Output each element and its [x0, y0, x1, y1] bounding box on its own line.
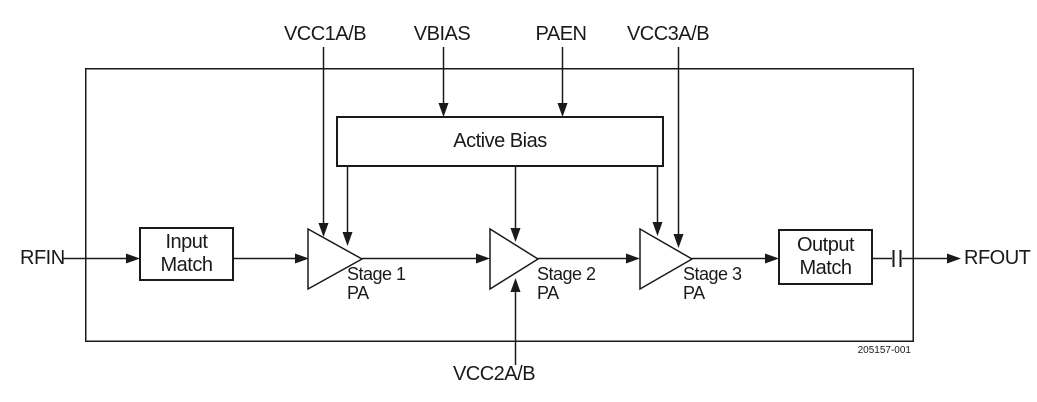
- arrow-vcc3ab-down: [673, 234, 684, 248]
- port-label-vcc2ab: VCC2A/B: [452, 363, 536, 385]
- arrow-into-stage2: [476, 253, 490, 264]
- arrow-bias3-down: [652, 222, 663, 236]
- stage1-pa-label: Stage 1 PA: [347, 264, 406, 303]
- arrow-to-rfout: [947, 253, 961, 264]
- stage3-amp-triangle: [639, 227, 694, 291]
- port-label-rfin: RFIN: [20, 247, 65, 269]
- stage2-pa-label: Stage 2 PA: [537, 264, 596, 303]
- stage1-amp-triangle: [307, 227, 364, 291]
- stage2-amp-triangle: [489, 227, 540, 291]
- input-match-block: Input Match: [139, 227, 234, 281]
- arrow-into-output-match: [765, 253, 779, 264]
- chip-outline: [85, 68, 914, 342]
- arrow-vcc2ab-up: [510, 278, 521, 292]
- stage3-pa-label: Stage 3 PA: [683, 264, 742, 303]
- arrow-into-stage1: [295, 253, 309, 264]
- arrow-vcc1ab-down: [318, 223, 329, 237]
- port-label-vbias: VBIAS: [413, 23, 471, 45]
- port-label-vcc1ab: VCC1A/B: [283, 23, 367, 45]
- arrow-bias1-down: [342, 232, 353, 246]
- port-label-rfout: RFOUT: [964, 247, 1031, 269]
- active-bias-block: Active Bias: [336, 116, 664, 167]
- port-label-paen: PAEN: [535, 23, 587, 45]
- figure-number: 205157-001: [857, 345, 911, 356]
- active-bias-label: Active Bias: [453, 130, 547, 152]
- arrow-bias2-down: [510, 228, 521, 242]
- arrow-into-input-match: [126, 253, 140, 264]
- output-match-block: Output Match: [778, 229, 873, 285]
- arrowheads: [126, 103, 961, 292]
- output-match-label: Output Match: [796, 234, 855, 279]
- arrow-paen-down: [557, 103, 568, 117]
- arrow-into-stage3: [626, 253, 640, 264]
- arrow-vbias-down: [438, 103, 449, 117]
- supply-lines: [322, 47, 680, 365]
- dc-block-capacitor-icon: [892, 250, 902, 267]
- port-label-vcc3ab: VCC3A/B: [626, 23, 710, 45]
- input-match-label: Input Match: [160, 231, 213, 276]
- amplifier-triangles: [307, 227, 694, 291]
